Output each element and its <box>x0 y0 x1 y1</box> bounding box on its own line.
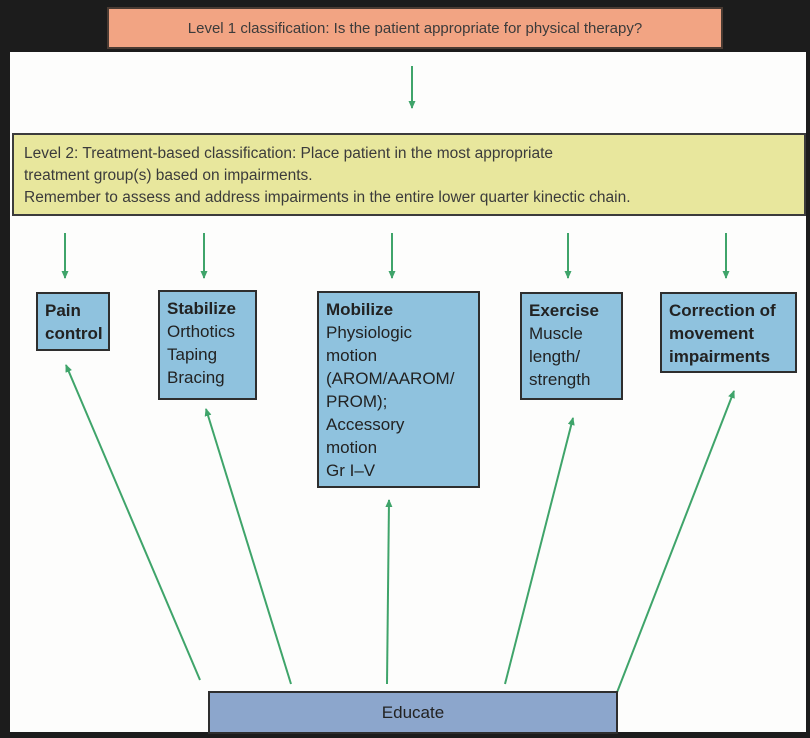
treatment-box-mobilize: Mobilize Physiologic motion (AROM/AAROM/… <box>317 291 480 488</box>
box-line: Physiologic <box>326 323 412 342</box>
box-line: Bracing <box>167 368 225 387</box>
box-title: movement <box>669 324 755 343</box>
level2-classification-box: Level 2: Treatment-based classification:… <box>12 133 806 216</box>
treatment-box-exercise: Exercise Muscle length/ strength <box>520 292 623 400</box>
box-line: Orthotics <box>167 322 236 341</box>
box-line: Taping <box>167 345 218 364</box>
level2-text-line: Level 2: Treatment-based classification:… <box>24 145 554 162</box>
box-line: motion <box>326 346 378 365</box>
box-line: motion <box>326 438 378 457</box>
educate-box: Educate <box>208 691 618 734</box>
box-line: Muscle <box>529 324 583 343</box>
level2-text-line: Remember to assess and address impairmen… <box>24 189 631 206</box>
box-title: Pain <box>45 301 81 320</box>
box-line: length/ <box>529 347 581 366</box>
box-line: strength <box>529 370 591 389</box>
box-line: Gr I–V <box>326 461 376 480</box>
box-line: Accessory <box>326 415 405 434</box>
box-title: Exercise <box>529 301 599 320</box>
box-line: PROM); <box>326 392 388 411</box>
box-title: Stabilize <box>167 299 236 318</box>
box-title: Correction of <box>669 301 776 320</box>
box-title: control <box>45 324 103 343</box>
level1-text: Level 1 classification: Is the patient a… <box>187 19 643 37</box>
box-title: Mobilize <box>326 300 394 319</box>
box-line: (AROM/AAROM/ <box>326 369 455 388</box>
level2-text-line: treatment group(s) based on impairments. <box>24 167 313 184</box>
educate-label: Educate <box>381 702 445 722</box>
box-title: impairments <box>669 347 771 366</box>
level1-classification-box: Level 1 classification: Is the patient a… <box>107 7 723 49</box>
treatment-box-pain-control: Pain control <box>36 292 110 351</box>
treatment-box-correction-of-movement-impairments: Correction of movement impairments <box>660 292 797 373</box>
treatment-box-stabilize: Stabilize Orthotics Taping Bracing <box>158 290 257 400</box>
